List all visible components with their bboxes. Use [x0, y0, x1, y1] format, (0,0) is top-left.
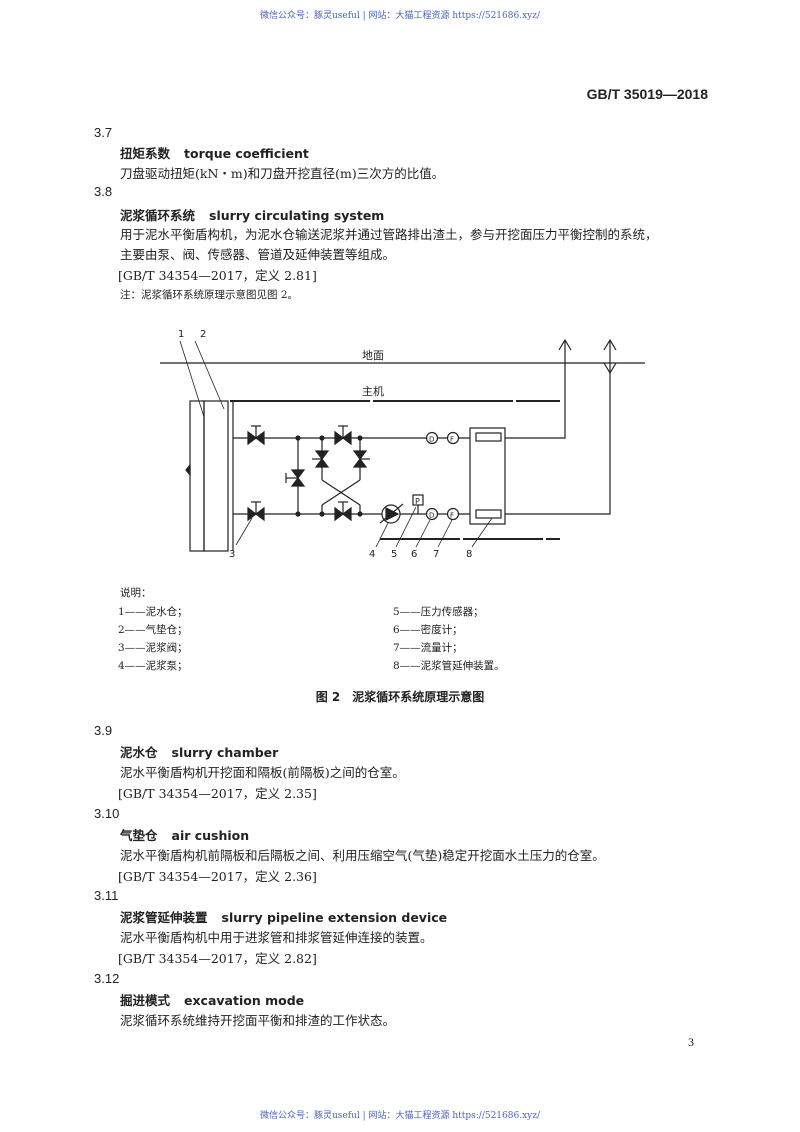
legend-item-3: 3——泥浆阀； [118, 642, 188, 654]
term-cn: 泥浆循环系统 [120, 208, 196, 223]
section-3-9-definition: 泥水平衡盾构机开挖面和隔板(前隔板)之间的仓室。 [120, 765, 405, 780]
flow-meter-upper [446, 431, 460, 445]
callout-5-leader [395, 506, 417, 548]
legend-item-2: 2——气垫仓； [118, 624, 188, 636]
callout-7: 7 [433, 549, 439, 560]
term-en: excavation mode [184, 993, 305, 1008]
flow-meter-upper-label: F [450, 436, 454, 444]
feed-pipe-return [505, 340, 566, 439]
section-3-9-number: 3.9 [94, 723, 113, 738]
valve-lower-2 [334, 501, 352, 522]
term-en: slurry circulating system [209, 208, 385, 223]
section-3-11-reference: [GB/T 34354—2017，定义 2.82] [118, 951, 317, 966]
section-3-10-term: 气垫仓 air cushion [120, 825, 249, 844]
valve-lower-1 [247, 501, 265, 522]
air-cushion-chamber [203, 400, 229, 552]
figure-caption: 图 2 泥浆循环系统原理示意图 [315, 690, 485, 704]
section-3-7-definition: 刀盘驱动扭矩(kN・m)和刀盘开挖直径(m)三次方的比值。 [120, 166, 445, 181]
callout-3: 3 [229, 549, 235, 560]
term-cn: 气垫仓 [120, 828, 158, 843]
term-en: torque coefficient [184, 146, 309, 161]
callout-8-leader [471, 517, 493, 548]
legend-item-5: 5——压力传感器； [393, 606, 484, 618]
flow-meter-lower-label: F [450, 512, 454, 520]
callout-4-leader [375, 522, 389, 548]
callout-1-leader [179, 340, 205, 418]
label-main: 主机 [362, 384, 384, 398]
watermark-bottom: 微信公众号：豚灵useful | 网站：大猫工程资源 https://52168… [259, 1111, 541, 1121]
section-3-11-definition: 泥水平衡盾构机中用于进浆管和排浆管延伸连接的装置。 [120, 930, 433, 945]
callout-3-leader [235, 517, 253, 546]
section-3-8-definition-line2: 主要由泵、阀、传感器、管道及延伸装置等组成。 [120, 247, 396, 262]
pressure-sensor-label: P [415, 497, 420, 506]
section-3-12-definition: 泥浆循环系统维持开挖面平衡和排渣的工作状态。 [120, 1013, 396, 1028]
section-3-7-number: 3.7 [94, 125, 113, 140]
density-meter-upper [425, 431, 439, 445]
callout-4: 4 [369, 549, 375, 560]
callout-6: 6 [411, 549, 417, 560]
legend-title: 说明： [120, 587, 152, 599]
section-3-10-definition: 泥水平衡盾构机前隔板和后隔板之间、利用压缩空气(气垫)稳定开挖面水土压力的仓室。 [120, 848, 605, 863]
density-meter-upper-label: D [429, 436, 434, 444]
callout-8: 8 [466, 549, 472, 560]
section-3-10-number: 3.10 [94, 806, 120, 821]
legend-item-8: 8——泥浆管延伸装置。 [393, 660, 505, 672]
valve-crossover-right [352, 450, 370, 468]
extension-lower-tube [475, 509, 502, 519]
legend-item-7: 7——流量计； [393, 642, 463, 654]
callout-2-leader [194, 340, 225, 410]
legend-item-4: 4——泥浆泵； [118, 660, 188, 672]
term-cn: 扭矩系数 [120, 146, 171, 161]
valve-bypass [285, 469, 306, 487]
watermark-top: 微信公众号：豚灵useful | 网站：大猫工程资源 https://52168… [259, 11, 541, 21]
slurry-pump [379, 503, 404, 524]
discharge-arrow-down [603, 362, 617, 375]
legend-item-6: 6——密度计； [393, 624, 463, 636]
section-3-12-number: 3.12 [94, 971, 120, 986]
callout-1: 1 [178, 329, 184, 340]
term-cn: 泥浆管延伸装置 [120, 910, 208, 925]
term-en: slurry pipeline extension device [221, 910, 448, 925]
page-number: 3 [688, 1035, 694, 1049]
extension-upper-tube [475, 432, 502, 442]
term-en: air cushion [171, 828, 250, 843]
pressure-sensor [412, 494, 424, 506]
crossover-diag-2 [321, 479, 361, 506]
slurry-chamber [189, 400, 205, 552]
standard-number: GB/T 35019—2018 [586, 86, 708, 102]
flow-meter-lower [446, 507, 460, 521]
feed-arrow [558, 338, 572, 351]
section-3-8-definition-line1: 用于泥水平衡盾构机，为泥水仓输送泥浆并通过管路排出渣土，参与开挖面压力平衡控制的… [120, 227, 658, 242]
section-3-11-number: 3.11 [94, 888, 119, 903]
callout-2: 2 [200, 329, 206, 340]
label-ground: 地面 [362, 349, 384, 362]
section-3-12-term: 掘进模式 excavation mode [120, 990, 304, 1009]
section-3-10-reference: [GB/T 34354—2017，定义 2.36] [118, 869, 317, 884]
slurry-circulation-diagram: 地面 主机 1 2 [160, 329, 645, 560]
term-cn: 泥水仓 [120, 745, 158, 760]
section-3-8-number: 3.8 [94, 184, 113, 199]
callout-6-leader [415, 519, 431, 548]
section-3-8-reference: [GB/T 34354—2017，定义 2.81] [118, 268, 317, 283]
valve-crossover-left [312, 450, 330, 468]
discharge-arrow [603, 338, 617, 351]
section-3-11-term: 泥浆管延伸装置 slurry pipeline extension device [120, 907, 447, 926]
valve-upper-1 [247, 425, 265, 446]
callout-7-leader [437, 519, 453, 548]
legend-item-1: 1——泥水仓； [118, 606, 188, 618]
cutter-edge [185, 463, 191, 477]
density-meter-lower-label: D [429, 512, 434, 520]
term-cn: 掘进模式 [120, 993, 171, 1008]
section-3-7-term: 扭矩系数 torque coefficient [120, 143, 309, 162]
section-3-9-term: 泥水仓 slurry chamber [120, 742, 278, 761]
discharge-pipe-return [505, 340, 611, 515]
valve-upper-2 [334, 425, 352, 446]
term-en: slurry chamber [171, 745, 279, 760]
section-3-9-reference: [GB/T 34354—2017，定义 2.35] [118, 786, 317, 801]
callout-5: 5 [391, 549, 397, 560]
section-3-8-note: 注：泥浆循环系统原理示意图见图 2。 [120, 289, 299, 301]
density-meter-lower [425, 507, 439, 521]
section-3-8-term: 泥浆循环系统 slurry circulating system [120, 205, 384, 224]
